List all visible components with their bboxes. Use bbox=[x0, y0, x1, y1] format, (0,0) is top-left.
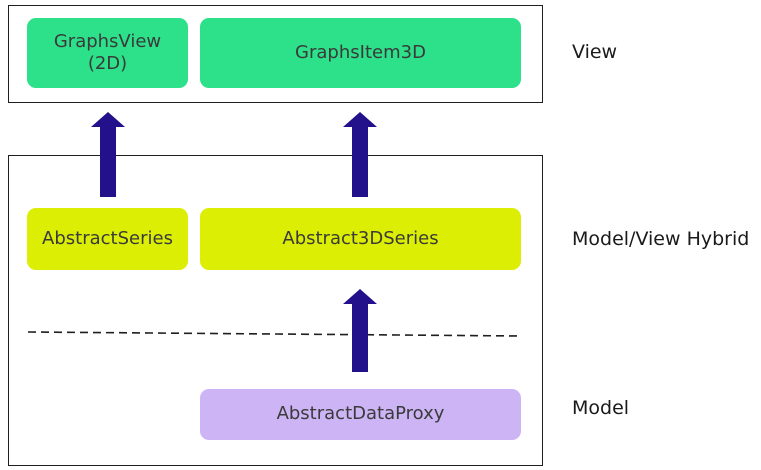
graphs-view-node: GraphsView (2D) bbox=[27, 18, 188, 88]
view-tier-frame bbox=[8, 5, 543, 103]
abstract-series-label: AbstractSeries bbox=[42, 227, 173, 249]
arrow-dataproxy-to-3dseries bbox=[343, 289, 377, 372]
abstract-data-proxy-node: AbstractDataProxy bbox=[200, 389, 521, 440]
abstract-3d-series-node: Abstract3DSeries bbox=[200, 208, 521, 270]
tier-label-view: View bbox=[572, 41, 618, 63]
tier-label-model: Model bbox=[572, 397, 630, 419]
abstract-data-proxy-label: AbstractDataProxy bbox=[276, 403, 445, 425]
graphs-item-3d-label: GraphsItem3D bbox=[295, 41, 426, 63]
model-tier-frame bbox=[8, 155, 543, 466]
tier-label-hybrid: Model/View Hybrid bbox=[572, 228, 750, 250]
graphs-item-3d-node: GraphsItem3D bbox=[200, 18, 521, 88]
model-hybrid-divider bbox=[27, 331, 523, 337]
arrow-3dseries-to-graphsitem3d bbox=[343, 112, 377, 197]
graphs-view-sublabel: (2D) bbox=[87, 53, 128, 74]
graphs-view-label: GraphsView bbox=[53, 30, 162, 52]
abstract-series-node: AbstractSeries bbox=[27, 208, 188, 270]
arrow-series-to-graphsview bbox=[91, 112, 125, 197]
abstract-3d-series-label: Abstract3DSeries bbox=[282, 227, 439, 249]
